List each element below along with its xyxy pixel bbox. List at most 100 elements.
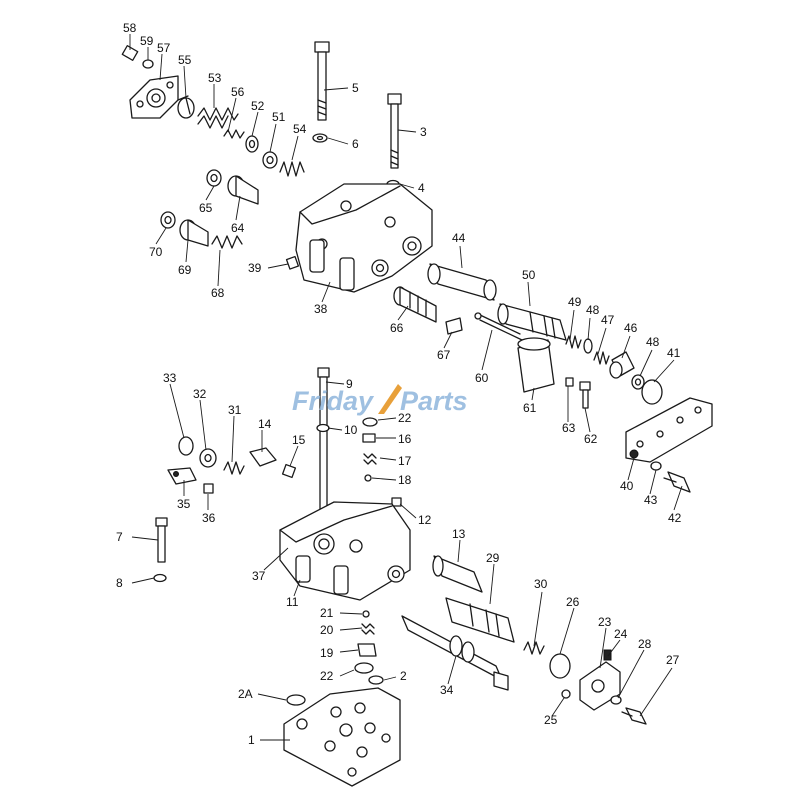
callout-5: 5 xyxy=(352,81,359,95)
part-oring-22-bottom xyxy=(354,662,374,674)
callout-42: 42 xyxy=(668,511,682,525)
callout-36: 36 xyxy=(202,511,216,525)
callout-54: 54 xyxy=(293,122,307,136)
part-valve-body-37 xyxy=(279,501,411,601)
part-spring-49 xyxy=(565,335,582,349)
callout-59: 59 xyxy=(140,34,154,48)
callout-40: 40 xyxy=(620,479,634,493)
callout-24: 24 xyxy=(614,627,628,641)
leader-line xyxy=(639,349,653,377)
watermark: Friday Parts xyxy=(292,384,468,416)
callout-60: 60 xyxy=(475,371,489,385)
part-washer-8 xyxy=(153,573,167,583)
part-piston-61 xyxy=(517,337,555,393)
leader-line xyxy=(379,457,397,461)
part-washer-6 xyxy=(312,133,328,143)
callout-65: 65 xyxy=(199,201,213,215)
part-spring-30 xyxy=(523,641,545,655)
callout-34: 34 xyxy=(440,683,454,697)
part-ring-51 xyxy=(262,151,278,169)
leader-line xyxy=(183,65,187,99)
callout-41: 41 xyxy=(667,346,681,360)
leader-line xyxy=(199,399,207,451)
part-screw-58 xyxy=(121,45,139,61)
leader-line xyxy=(447,655,457,685)
part-washer-59 xyxy=(142,59,154,69)
leader-line xyxy=(267,263,289,269)
callout-35: 35 xyxy=(177,497,191,511)
leader-line xyxy=(527,281,531,307)
part-oring-2 xyxy=(368,675,384,685)
part-spool-29 xyxy=(445,597,515,643)
part-washer-28 xyxy=(610,695,622,705)
part-bracket-35 xyxy=(167,467,197,485)
callout-62: 62 xyxy=(584,432,598,446)
part-ball-21 xyxy=(362,610,370,618)
leader-line xyxy=(235,195,241,221)
part-screw-24 xyxy=(603,649,612,661)
callout-46: 46 xyxy=(624,321,638,335)
callout-28: 28 xyxy=(638,637,652,651)
leader-line xyxy=(339,627,363,631)
leader-line xyxy=(325,381,345,385)
callout-18: 18 xyxy=(398,473,412,487)
leader-lines xyxy=(129,34,683,741)
leader-line xyxy=(263,547,289,571)
callout-56: 56 xyxy=(231,85,245,99)
leader-line xyxy=(559,607,575,655)
leader-line xyxy=(155,227,167,245)
callout-48b: 48 xyxy=(646,335,660,349)
callout-1: 1 xyxy=(248,733,255,747)
leader-line xyxy=(205,185,215,201)
part-spring-31 xyxy=(223,461,245,475)
part-ring-70 xyxy=(160,211,176,229)
callout-2A: 2A xyxy=(238,687,253,701)
part-spool-64 xyxy=(227,175,259,205)
callout-69: 69 xyxy=(178,263,192,277)
part-washer-43 xyxy=(650,461,662,471)
part-ring-48 xyxy=(583,338,593,354)
part-spool-50 xyxy=(497,303,567,341)
leader-line xyxy=(533,591,543,647)
leader-line xyxy=(599,627,607,669)
leader-line xyxy=(397,129,417,133)
leader-line xyxy=(269,123,277,153)
callout-25: 25 xyxy=(544,713,558,727)
leader-line xyxy=(397,305,409,321)
leader-line xyxy=(584,407,591,433)
part-oring-26 xyxy=(549,653,571,679)
leader-line xyxy=(649,469,657,495)
leader-line xyxy=(569,309,575,341)
callout-16: 16 xyxy=(398,432,412,446)
part-bolt-42 xyxy=(663,471,691,493)
callout-26: 26 xyxy=(566,595,580,609)
callout-7: 7 xyxy=(116,530,123,544)
callout-labels: 58 59 57 55 53 56 52 51 54 5 6 3 4 65 64… xyxy=(116,21,682,747)
leader-line xyxy=(169,383,185,439)
leader-line xyxy=(227,97,237,133)
part-plug-32 xyxy=(199,448,217,468)
leader-line xyxy=(131,577,155,584)
part-screw-63 xyxy=(565,377,574,387)
callout-66: 66 xyxy=(390,321,404,335)
leader-line xyxy=(327,137,349,145)
callout-64: 64 xyxy=(231,221,245,235)
callout-51: 51 xyxy=(272,110,286,124)
callout-33: 33 xyxy=(163,371,177,385)
leader-line xyxy=(339,612,363,615)
part-spool-13 xyxy=(432,555,483,593)
part-screw-36 xyxy=(203,483,214,494)
part-spring-54 xyxy=(279,161,305,177)
part-ring-48b xyxy=(631,374,645,390)
lower-valve-assembly xyxy=(153,367,647,787)
part-plug-14 xyxy=(249,447,277,467)
leader-line xyxy=(339,669,355,677)
leader-line xyxy=(251,111,259,137)
part-plug-25 xyxy=(561,689,571,699)
part-plug-16 xyxy=(362,433,376,443)
part-valve-body-38 xyxy=(295,183,433,293)
callout-43: 43 xyxy=(644,493,658,507)
leader-line xyxy=(597,327,607,355)
leader-line xyxy=(131,536,159,541)
